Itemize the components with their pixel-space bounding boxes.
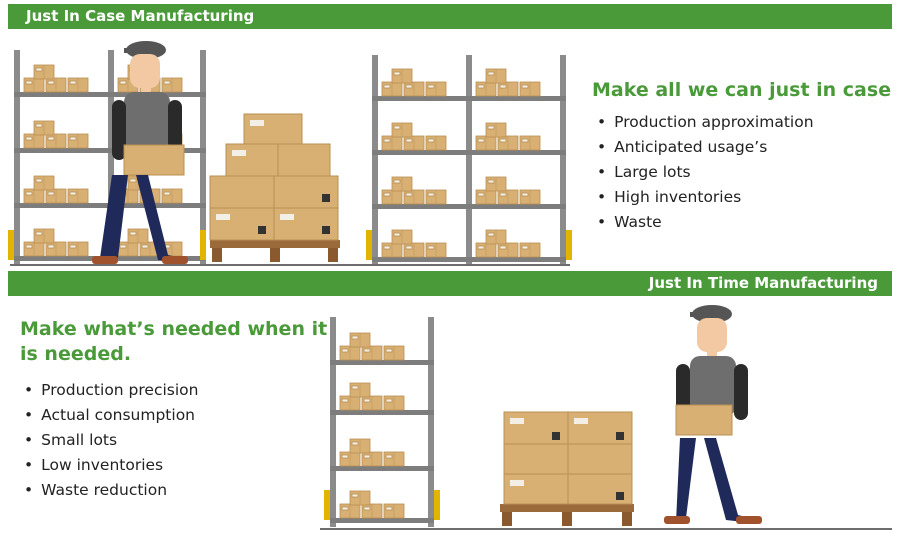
list-item: Waste: [597, 210, 814, 235]
box-icon: [503, 411, 633, 505]
list-item: Small lots: [24, 428, 198, 453]
jit-bullet-list: Production precision Actual consumption …: [24, 378, 198, 503]
jic-heading: Make all we can just in case: [592, 79, 892, 101]
pallet-icon: [500, 504, 634, 526]
box-icon: [209, 113, 339, 241]
list-item: Low inventories: [24, 453, 198, 478]
worker-icon: [664, 305, 762, 524]
jic-title-band: Just In Case Manufacturing: [8, 4, 892, 29]
worker-icon: [92, 41, 188, 264]
list-item: Actual consumption: [24, 403, 198, 428]
pallet-icon: [210, 240, 340, 262]
jit-heading: Make what’s needed when it is needed.: [20, 318, 328, 365]
list-item: Production precision: [24, 378, 198, 403]
list-item: Waste reduction: [24, 478, 198, 503]
list-item: Production approximation: [597, 110, 813, 135]
list-item: Large lots: [597, 160, 814, 185]
list-item: Anticipated usage’s: [597, 135, 814, 160]
list-item: High inventories: [597, 185, 814, 210]
jic-bullet-list: Production approximation Anticipated usa…: [597, 110, 814, 235]
shelving-rack-icon: [366, 55, 572, 265]
shelving-rack-icon: [324, 317, 440, 527]
jit-title-band: Just In Time Manufacturing: [8, 271, 892, 296]
